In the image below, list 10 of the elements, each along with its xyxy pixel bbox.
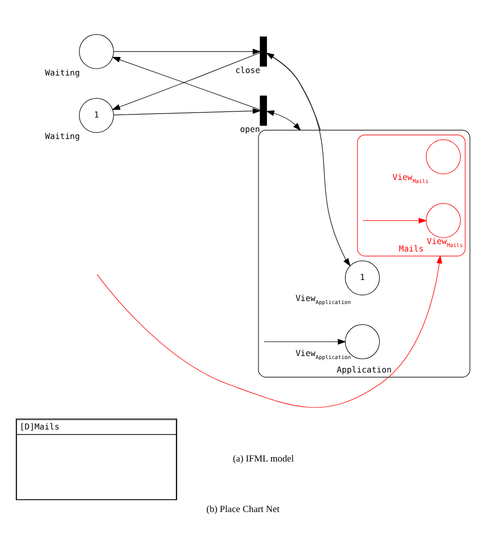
- node-label: Waiting: [44, 130, 80, 141]
- node-label: View$_{Mails}$: [426, 235, 462, 248]
- node-label: View$_{Mails}$: [392, 171, 428, 184]
- caption: (b) Place Chart Net: [206, 504, 280, 515]
- node-label: open: [240, 124, 260, 134]
- node-label: Waiting: [44, 66, 80, 77]
- node-label: View$_{Application}$: [295, 292, 350, 306]
- label: (a) IFML model: [232, 454, 294, 464]
- node-label: close: [234, 64, 260, 74]
- node-label: View$_{Application}$: [295, 348, 350, 361]
